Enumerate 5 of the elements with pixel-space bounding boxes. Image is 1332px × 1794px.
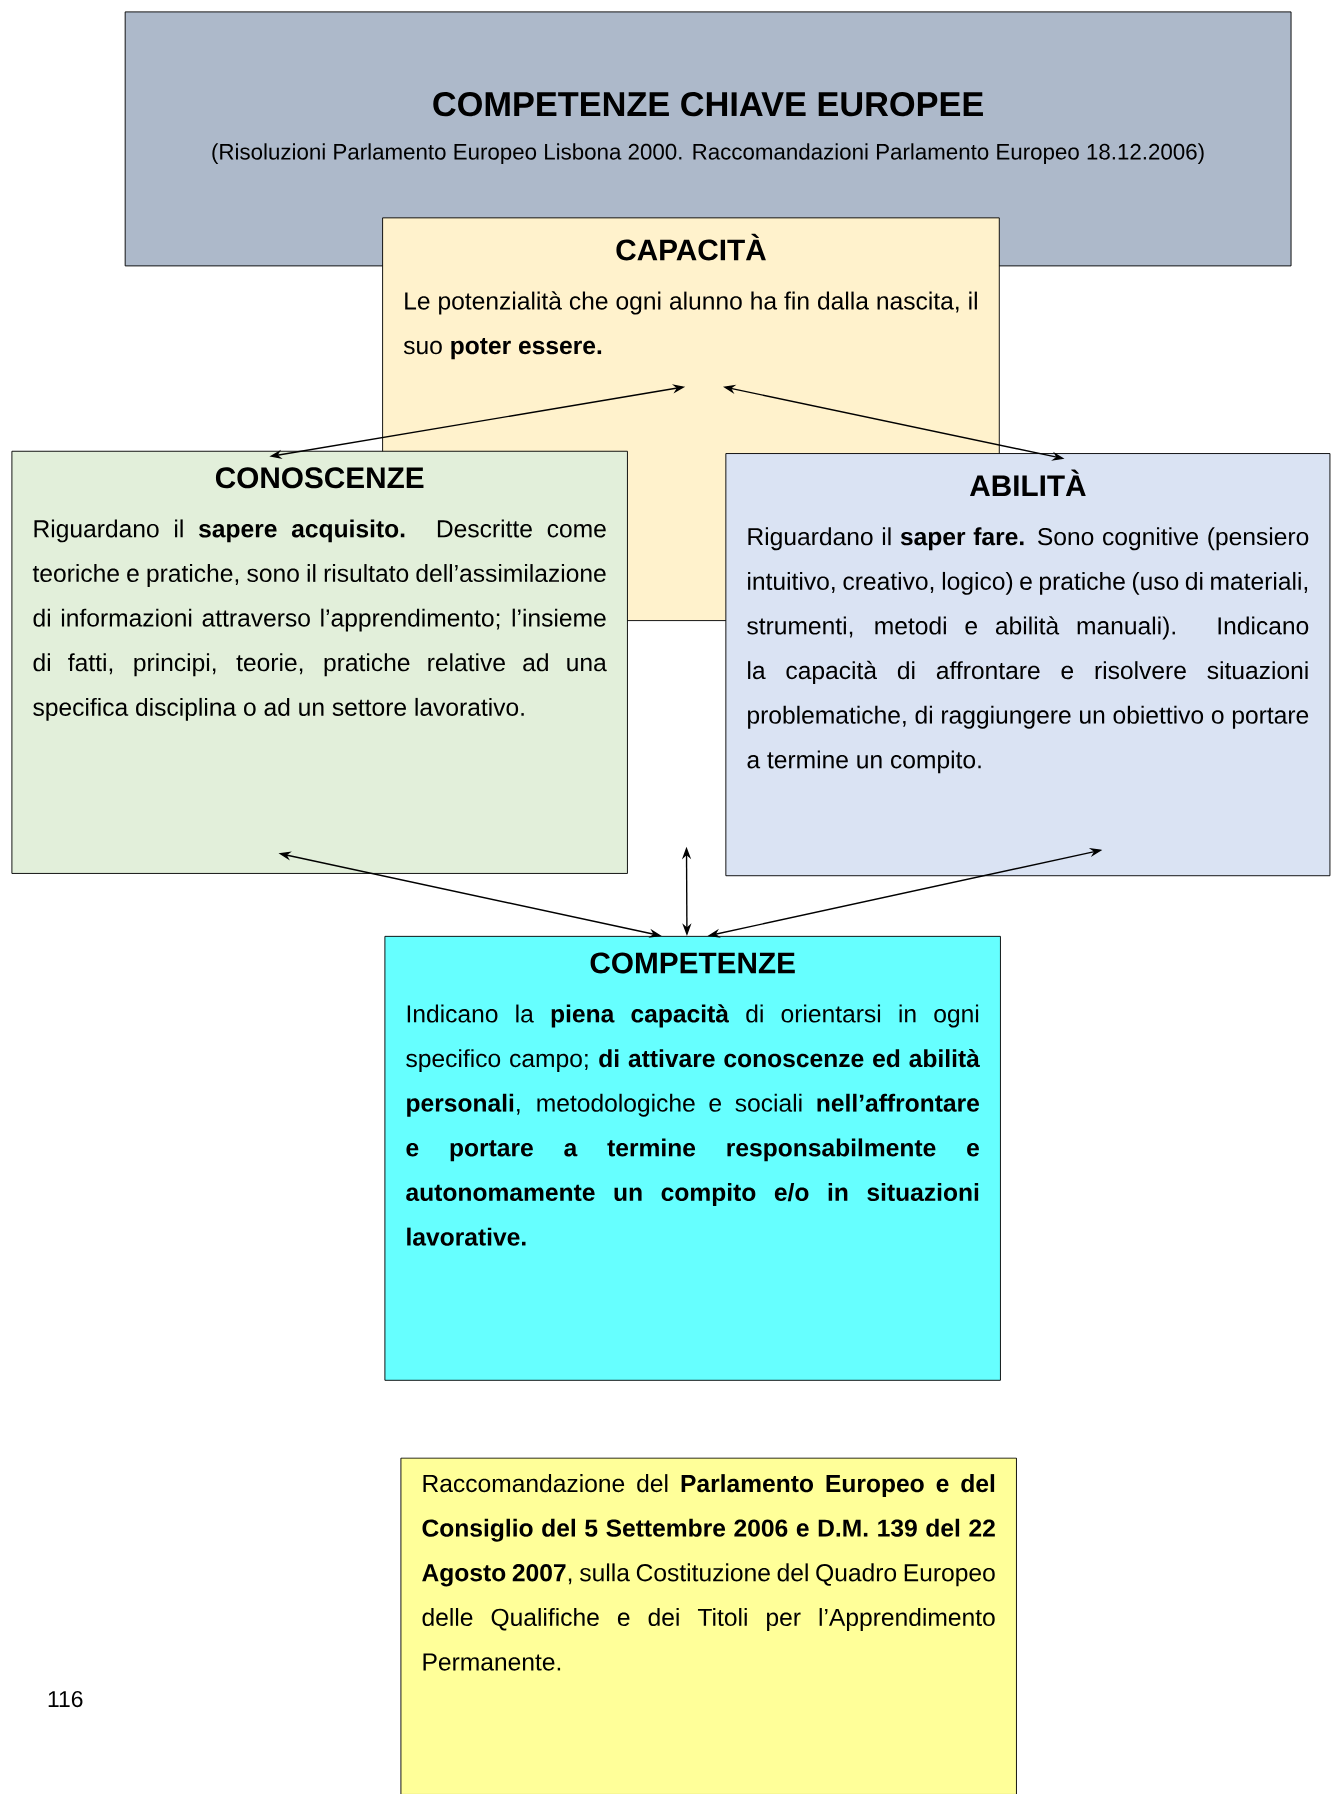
page-number: 116: [48, 1690, 83, 1708]
concept-box: ABILITÀ Riguardano il saper fare. Sono cognitive (pensiero intuitivo, creativo, logico) e pratiche (uso di materiali, strumenti, metodi e abilità manuali). Indicano la capacità di affrontare e risolvere situazioni problematiche, di raggiungere un obiettivo o portare a termine un compito.: [725, 453, 1331, 877]
concept-box: CONOSCENZE Riguardano il sapere acquisito. Descritte come teoriche e pratiche, sono il risultato dell’assimilazione di informazioni attraverso l’apprendimento; l’insieme di fatti, principi, teorie, pratiche relative ad una specifica disciplina o ad un settore lavorativo.: [11, 450, 628, 874]
note-box: Raccomandazione del Parlamento Europeo e del Consiglio del 5 Settembre 2006 e D.M. 139 del 22 Agosto 2007, sulla Costituzione del Quadro Europeo delle Qualifiche e dei Titoli per l’Apprendimento Permanente.: [400, 1457, 1018, 1794]
concept-box: COMPETENZE Indicano la piena capacità di orientarsi in ogni specifico campo; di attivare conoscenze ed abilità personali, metodologiche e sociali nell’affrontare e portare a termine responsabilmente e autonomamente un compito e/o in situazioni lavorative.: [384, 935, 1001, 1381]
